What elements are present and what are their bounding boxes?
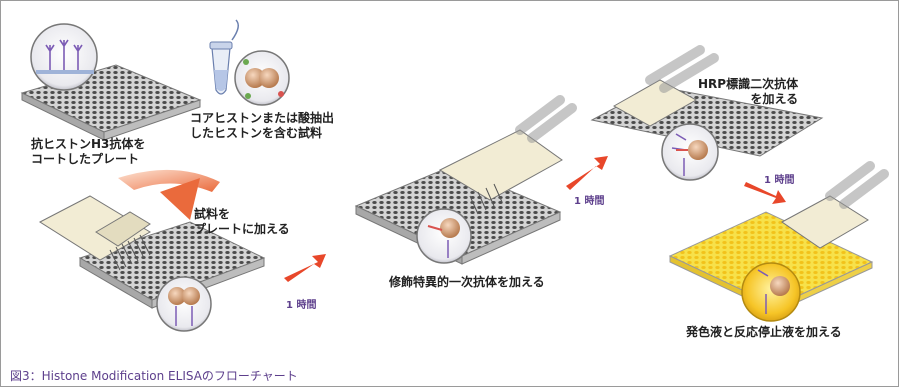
sample-label: コアヒストンまたは酸抽出したヒストンを含む試料 [190,111,335,140]
arrow-icon [284,254,326,282]
secondary-antibody-illustration [590,45,824,181]
incubation-time-2: 1 時間 [574,196,605,207]
add-sample-label: 試料をプレートに加える [194,207,290,236]
figure-caption: 図3：Histone Modification ELISAのフローチャート [10,369,298,383]
primary-antibody-illustration [354,95,577,265]
curved-arrow-head-icon [160,178,200,220]
develop-label: 発色液と反応停止液を加える [686,325,842,339]
add-sample-illustration [38,195,266,332]
primary-antibody-label: 修飾特異的一次抗体を加える [389,275,545,289]
incubation-time-3: 1 時間 [764,175,795,186]
sample-tube-illustration [209,19,290,106]
secondary-antibody-label: HRP標識二次抗体を加える [698,77,799,106]
develop-illustration [668,161,889,322]
curved-arrow-icon [118,169,220,192]
coated-plate-illustration [20,23,202,141]
arrow-icon [566,156,608,190]
arrow-icon [744,182,786,204]
incubation-time-1: 1 時間 [286,300,317,311]
coated-plate-label: 抗ヒストンH3抗体をコートしたプレート [31,137,146,166]
